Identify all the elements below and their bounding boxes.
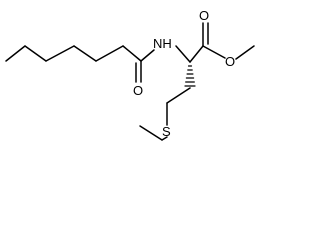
ester-carbonyl-oxygen-label: O xyxy=(199,8,209,23)
bond-ether-oxygen-methyl xyxy=(235,45,255,60)
molecule-structure-diagram: NH O O O S xyxy=(5,8,255,141)
nitrogen-label: NH xyxy=(153,36,172,51)
sulfur-label: S xyxy=(162,124,171,139)
bond-c3-c4 xyxy=(45,45,75,62)
bond-c4-c5 xyxy=(73,45,97,62)
bond-c1-c2 xyxy=(5,45,26,62)
bond-sulfur-methyl-end xyxy=(139,125,163,141)
bond-alpha-carbon-ester-carbon xyxy=(189,45,204,63)
bond-ester-carbon-ether-oxygen xyxy=(202,45,226,59)
bond-sulfur-methyl xyxy=(161,136,168,141)
bond-c6-carbonyl xyxy=(122,45,142,62)
stereo-hashed-wedge xyxy=(184,65,196,87)
bond-nitrogen-alpha-carbon xyxy=(175,45,191,63)
ester-ether-oxygen-label: O xyxy=(225,54,235,69)
bond-c2-c3 xyxy=(24,45,47,62)
amide-oxygen-label: O xyxy=(133,83,143,98)
bond-carbonyl-nitrogen xyxy=(140,49,155,62)
bond-beta-gamma-carbon xyxy=(166,87,191,104)
bond-c5-c6 xyxy=(95,45,124,62)
